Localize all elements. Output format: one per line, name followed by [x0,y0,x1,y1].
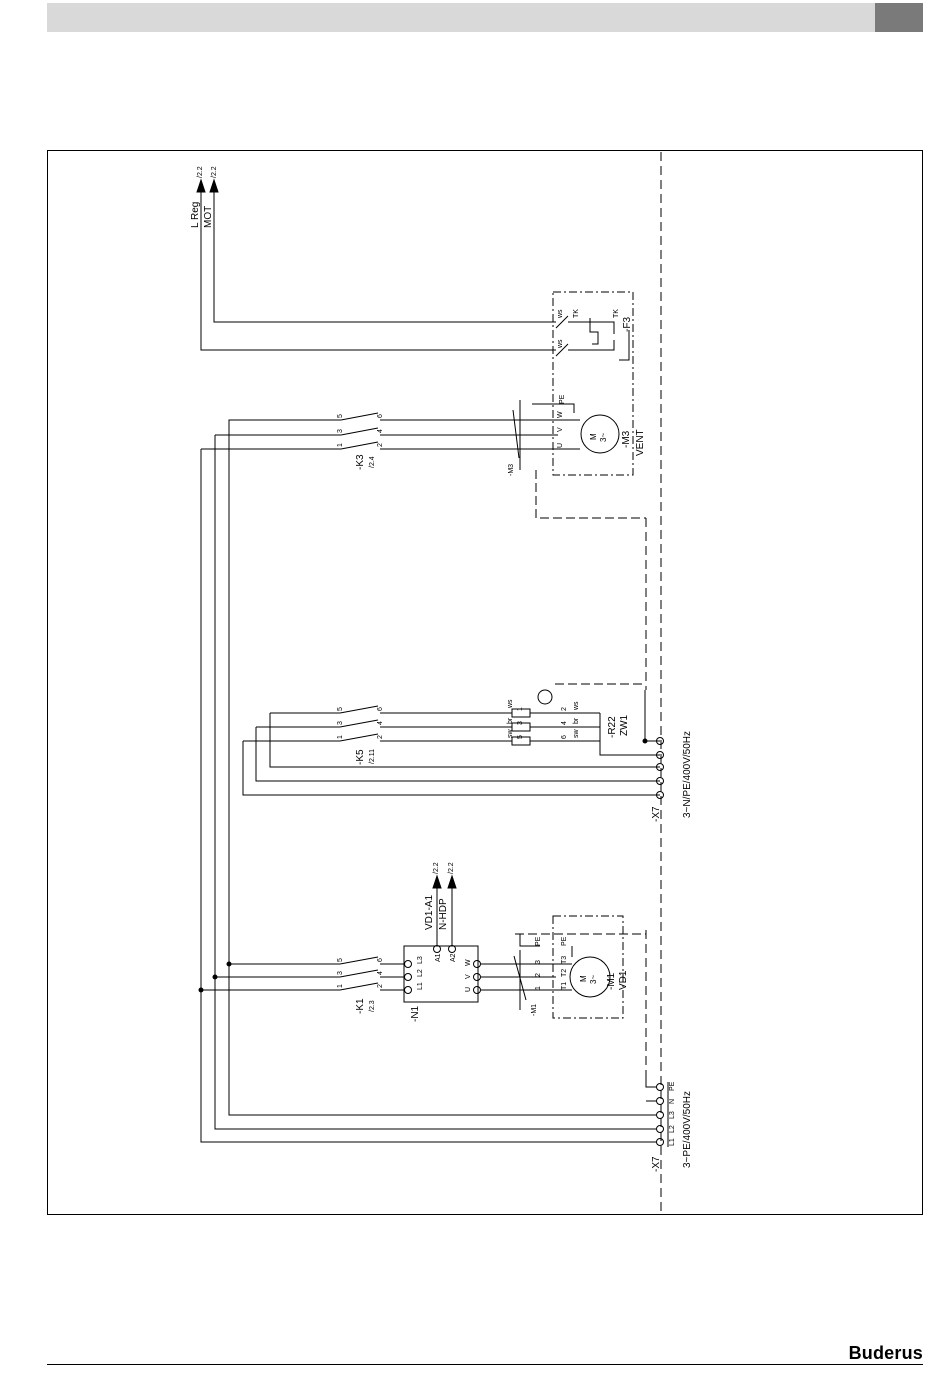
label-k5: -K5 [355,749,366,765]
n1-a1: A1 [435,953,442,962]
n1-l3: L3 [417,956,424,964]
brand-logo: Buderus [848,1343,923,1363]
r22-6: 6 [561,735,568,739]
m1-t1: T1 [561,982,568,990]
m1-pe: PE [561,936,568,946]
r22-2: 2 [561,707,568,711]
ref-2-3: /2.3 [369,1000,376,1012]
n1-a2: A2 [450,953,457,962]
label-vent: VENT [635,429,646,456]
k5-contact-1: 1 [337,735,344,739]
label-x7-lower: -X7 [651,806,662,822]
label-r22: -R22 [607,716,618,738]
n1-w: W [465,959,472,966]
ref-2-2-b: /2.2 [211,166,218,178]
label-f3: -F3 [622,317,633,332]
label-mot: MOT [203,206,214,228]
m1-3phase: 3~ [589,975,598,984]
k5-contact-6: 6 [377,707,384,711]
label-x7-upper: -X7 [651,1156,662,1172]
header-tab [875,3,923,32]
r22-1: 1 [517,707,524,711]
n1-l2: L2 [417,969,424,977]
k3-contact-4: 4 [377,429,384,433]
k3-contact-5: 5 [337,414,344,418]
label-k3: -K3 [355,454,366,470]
k3-contact-6: 6 [377,414,384,418]
m1-t3: T3 [561,956,568,964]
x7-l1: L1 [669,1138,676,1146]
label-tk-2: TK [613,309,620,318]
label-m3-term: -M3 [508,464,515,476]
n1-u: U [465,987,472,992]
label-ws-2: ws [557,339,564,349]
label-m1-term: -M1 [531,1004,538,1016]
label-m3: -M3 [621,430,632,448]
label-vd1-a1: VD1-A1 [424,895,435,930]
k5-contact-4: 4 [377,721,384,725]
label-ws-1: ws [557,309,564,319]
m3-v: V [557,427,564,432]
ref-2-2-a: /2.2 [197,166,204,178]
ref-2-4: /2.4 [369,456,376,468]
k5-contact-3: 3 [337,721,344,725]
x7-l2: L2 [669,1125,676,1133]
k1-contact-3: 3 [337,971,344,975]
m1-2: 2 [535,973,542,977]
footer-rule [47,1364,923,1365]
n1-l1: L1 [417,982,424,990]
k1-contact-4: 4 [377,971,384,975]
r22-4: 4 [561,721,568,725]
x7-pe: PE [669,1081,676,1091]
r22-ws-1: ws [507,699,514,709]
x7-n: N [669,1099,676,1104]
k3-contact-1: 1 [337,443,344,447]
k5-contact-2: 2 [377,735,384,739]
m3-w: W [557,411,564,418]
r22-sw-1: sw [507,729,514,739]
r22-3: 3 [517,721,524,725]
label-vd1: VD1 [618,970,629,990]
r22-br-2: br [573,717,580,724]
r22-5: 5 [517,735,524,739]
ref-2-11: /2.11 [369,749,376,764]
m3-3phase: 3~ [599,433,608,442]
k1-contact-6: 6 [377,958,384,962]
ref-2-2-d: /2.2 [448,862,455,874]
label-m1: -M1 [606,972,617,990]
label-zw1: ZW1 [619,714,630,736]
label-n-hdp: N-HDP [438,898,449,930]
m1-t2: T2 [561,969,568,977]
label-n1: -N1 [410,1005,421,1022]
ref-2-2-c: /2.2 [433,862,440,874]
k1-contact-1: 1 [337,984,344,988]
k1-contact-2: 2 [377,984,384,988]
label-k1: -K1 [355,998,366,1014]
m1-m: M [579,975,588,982]
m3-m: M [589,433,598,440]
header-bar [47,3,875,32]
k3-contact-3: 3 [337,429,344,433]
m1-pe-term: PE [535,936,542,946]
k1-contact-5: 5 [337,958,344,962]
r22-ws-2: ws [573,701,580,711]
m1-1: 1 [535,986,542,990]
diagram-frame [47,150,923,1215]
label-tk-1: TK [573,309,580,318]
supply-pe: 3~PE/400V/50Hz [682,1091,693,1168]
r22-br-1: br [507,717,514,724]
m3-pe: PE [559,394,566,404]
m1-3: 3 [535,960,542,964]
label-l-reg: L Reg [190,202,201,228]
n1-v: V [465,974,472,979]
r22-sw-2: sw [573,729,580,739]
k5-contact-5: 5 [337,707,344,711]
k3-contact-2: 2 [377,443,384,447]
supply-n-pe: 3~N/PE/400V/50Hz [682,731,693,818]
x7-l3: L3 [669,1111,676,1119]
m3-u: U [557,443,564,448]
